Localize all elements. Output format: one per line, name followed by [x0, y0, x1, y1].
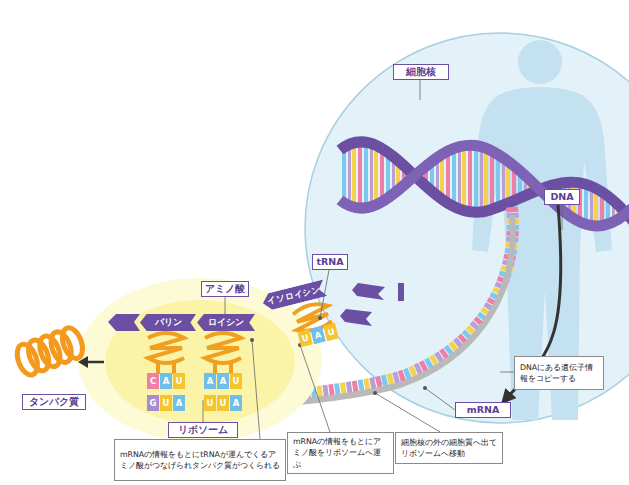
node-text: DNA: [550, 192, 573, 202]
base-letter: A: [160, 373, 172, 389]
node-text: バリン: [155, 317, 182, 329]
amino-acid-tag: ロイシン: [197, 314, 255, 331]
leader-line: [420, 80, 421, 100]
base-letter: U: [204, 395, 216, 411]
base-letter: A: [204, 373, 216, 389]
trna-loop: [148, 333, 184, 363]
amino-acid-fragment: [340, 309, 372, 326]
silhouette-head: [518, 40, 562, 84]
node-text: リボソーム: [178, 425, 228, 435]
tag-outline: [140, 314, 196, 331]
callout-box: DNAにある遺伝子情報をコピーする: [514, 356, 604, 390]
protein-coil: [13, 325, 86, 378]
ribosome-halo: [78, 278, 322, 442]
silhouette-body: [472, 87, 612, 420]
amino-acid-fragment: [398, 283, 404, 301]
base-letter: A: [217, 373, 229, 389]
amino-acid-fragment: [352, 283, 385, 300]
amino-acid-chain: [108, 314, 140, 331]
trna-shape: [148, 333, 184, 374]
trna-shape: [205, 333, 241, 374]
base-letter: C: [147, 373, 159, 389]
leader-dots: [250, 316, 427, 395]
nucleus-circle: [305, 33, 629, 423]
node-text: mRNA: [467, 405, 500, 415]
node-text: DNAにある遺伝子情報をコピーする: [520, 362, 598, 385]
tag-outline: [197, 314, 255, 331]
callout-box: 細胞核の外の細胞質へ出てリボソームへ移動: [395, 432, 503, 464]
label-box: mRNA: [455, 402, 511, 418]
leader-line: [225, 297, 226, 316]
label-box: リボソーム: [168, 422, 238, 438]
arrow-head: [78, 356, 88, 368]
leader-line: [300, 345, 330, 432]
node-text: 細胞核の外の細胞質へ出てリボソームへ移動: [401, 437, 497, 460]
base-letter: U: [160, 395, 172, 411]
label-box: アミノ酸: [201, 281, 249, 297]
base-letter: U: [173, 373, 185, 389]
coil-loop: [59, 325, 87, 361]
leader-line: [562, 205, 563, 230]
base-letter: A: [230, 395, 242, 411]
ribosome-body: [105, 300, 295, 424]
node-text: アミノ酸: [205, 284, 245, 294]
dna-rungs: [330, 100, 629, 280]
node-text: 細胞核: [406, 67, 436, 77]
leader-line: [500, 372, 514, 373]
base-letter: U: [217, 395, 229, 411]
leader-line: [375, 393, 440, 432]
leader-dot: [423, 386, 427, 390]
leader-lines: [203, 80, 562, 439]
node-text: tRNA: [316, 257, 343, 267]
node-text: mRNAの情報をもとにアミノ酸をリボソームへ運ぶ: [293, 436, 388, 470]
dna-strand: [340, 142, 629, 230]
leader-dot: [373, 391, 377, 395]
base-letter: U: [230, 373, 242, 389]
base-letter: G: [147, 395, 159, 411]
base-letter: A: [173, 395, 185, 411]
label-box: DNA: [544, 189, 580, 205]
leader-line: [425, 388, 455, 410]
callout-box: mRNAの情報をもとにアミノ酸をリボソームへ運ぶ: [287, 432, 394, 474]
label-box: タンパク質: [22, 394, 86, 410]
amino-acid-tag: バリン: [140, 314, 196, 331]
label-box: tRNA: [312, 254, 348, 270]
leader-dot: [318, 316, 322, 320]
amino-acid-tag: イソロイシン: [261, 280, 327, 312]
trna-loop: [205, 333, 241, 363]
dna-strand: [340, 145, 629, 226]
tag-outline: [261, 280, 327, 312]
node-text: タンパク質: [29, 397, 79, 407]
callout-box: mRNAの情報をもとにtRNAが運んでくるアミノ酸がつなげられタンパク質がつくら…: [114, 439, 286, 481]
leader-line: [252, 340, 260, 439]
label-box: 細胞核: [393, 64, 449, 80]
node-text: mRNAの情報をもとにtRNAが運んでくるアミノ酸がつなげられタンパク質がつくら…: [120, 449, 280, 472]
node-text: ロイシン: [208, 317, 244, 329]
leader-dot: [250, 338, 254, 342]
